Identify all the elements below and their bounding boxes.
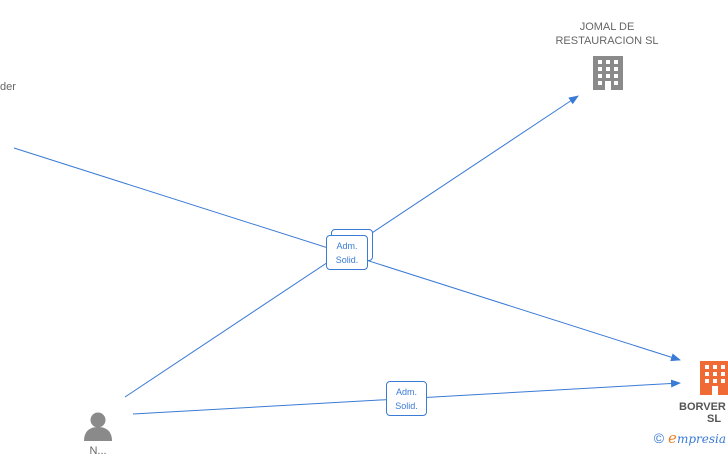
building-icon[interactable] (593, 56, 623, 90)
edge-label-line1: Adm. (336, 241, 358, 251)
edge-label-line2: Solid. (335, 255, 359, 265)
edge-label-line2: Solid. (395, 401, 418, 411)
left-person-name-label[interactable]: der (0, 81, 16, 93)
company-name-label-highlighted[interactable]: BORVER SL (679, 400, 726, 426)
company-name-line1: BORVER (679, 401, 726, 413)
building-icon-highlighted[interactable] (700, 361, 728, 395)
brand-footer[interactable]: © empresia (654, 426, 728, 450)
edge-label-line1: Adm. (395, 387, 417, 397)
bottom-person-name-label[interactable]: N... (89, 445, 107, 457)
brand-logo: empresia (668, 428, 726, 447)
edge-label-adm-solid[interactable]: Adm. Solid. (326, 235, 368, 270)
company-name-label[interactable]: JOMAL DE RESTAURACION SL (547, 20, 667, 48)
person-icon[interactable] (84, 412, 112, 442)
copyright-icon: © (653, 430, 665, 446)
edge-label-adm-solid[interactable]: Adm. Solid. (386, 381, 427, 416)
company-name-line2: SL (707, 413, 722, 425)
company-name-line2: RESTAURACION SL (555, 35, 659, 47)
company-name-line1: JOMAL DE (579, 21, 635, 33)
